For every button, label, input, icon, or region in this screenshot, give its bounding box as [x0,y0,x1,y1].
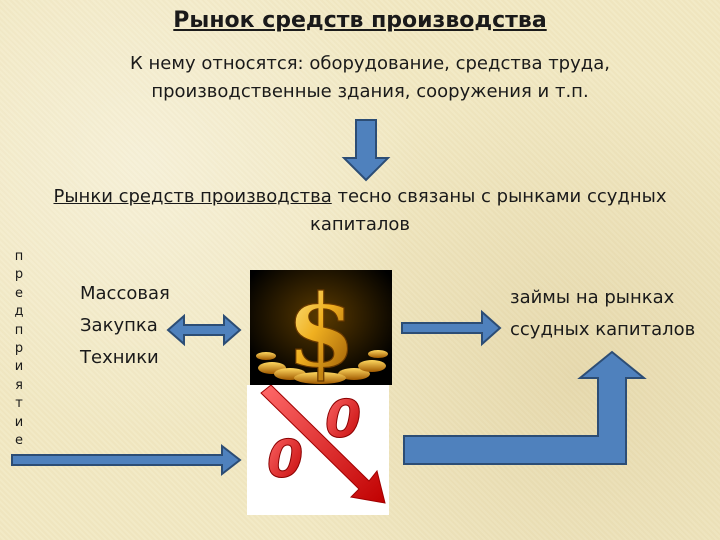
vertical-letter: д [14,304,24,320]
double-arrow-icon [166,313,242,347]
vertical-letter: и [14,414,24,430]
down-arrow-icon [341,119,391,182]
dollar-icon: $ [250,270,392,391]
vertical-letter: я [15,377,23,393]
page-title: Рынок средств производства [173,8,547,33]
left-list-item: Закупка [80,315,158,336]
vertical-letter: и [14,359,24,375]
percent-icon: 0 0 [260,384,386,504]
percent-image: 0 0 [247,384,389,515]
left-list-item: Массовая [80,283,170,304]
percent-zero-bottom: 0 [267,430,303,490]
left-list-item: Техники [80,347,159,368]
right-arrow-icon [401,309,502,347]
bent-up-arrow-icon [403,350,647,465]
linked-line-1: Рынки средств производства тесно связаны… [20,183,700,211]
right-arrow-icon [11,443,242,477]
subtitle-line-1: К нему относятся: оборудование, средства… [130,53,610,74]
vertical-word: п р е д п р и я т и е [12,248,26,450]
vertical-letter: е [15,433,23,449]
dollar-image: $ [250,270,392,391]
linked-rest: тесно связаны с рынками ссудных [331,186,667,207]
vertical-letter: п [14,322,24,338]
subtitle-line-2: производственные здания, сооружения и т.… [151,81,589,102]
linked-markets-text: Рынки средств производства тесно связаны… [20,183,700,239]
vertical-letter: е [15,285,23,301]
dollar-symbol: $ [286,272,356,385]
vertical-letter: р [14,267,24,283]
vertical-letter: т [15,396,23,412]
right-text-line: займы на рынках [510,287,675,308]
left-list: Массовая Закупка Техники [80,278,170,374]
right-text: займы на рынках ссудных капиталов [510,282,695,346]
vertical-letter: п [14,249,24,264]
linked-underlined: Рынки средств производства [53,186,332,207]
subtitle: К нему относятся: оборудование, средства… [90,50,650,106]
percent-zero-top: 0 [325,390,361,450]
right-text-line: ссудных капиталов [510,319,696,340]
vertical-letter: р [14,341,24,357]
linked-line-2: капиталов [309,214,410,235]
